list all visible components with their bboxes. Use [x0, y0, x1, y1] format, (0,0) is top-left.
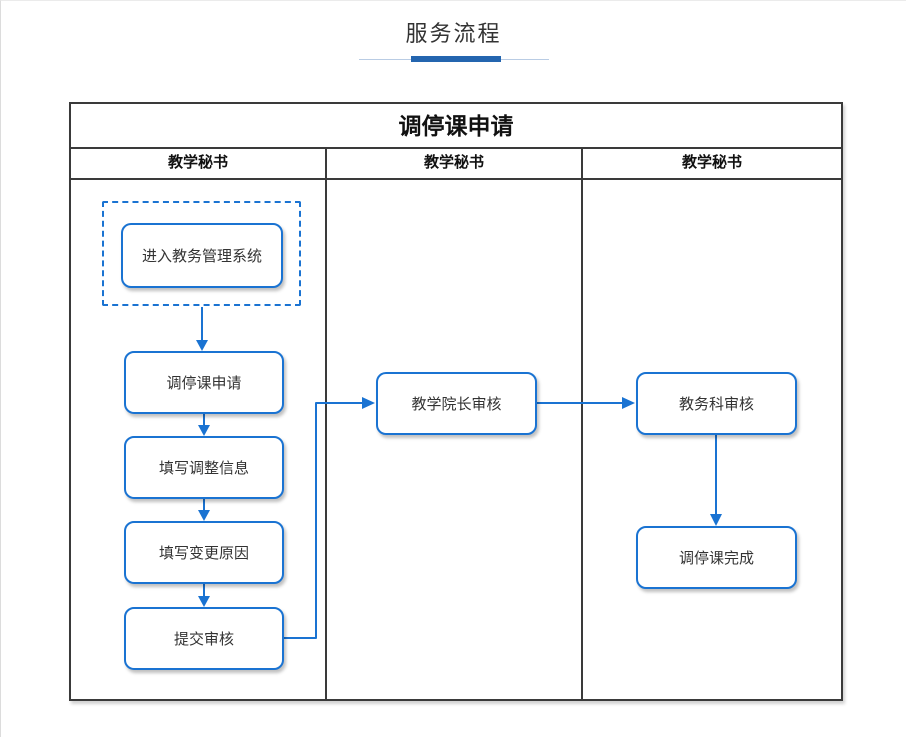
lane-header-2: 教学秘书 — [327, 149, 583, 178]
start-group-frame — [102, 201, 301, 306]
node-course-change-apply: 调停课申请 — [124, 351, 284, 414]
lane-header-3: 教学秘书 — [681, 154, 742, 171]
node-dean-review: 教学院长审核 — [376, 372, 537, 435]
node-course-change-done: 调停课完成 — [636, 526, 797, 589]
lane-divider-2 — [581, 180, 583, 699]
lane-header-row: 教学秘书 教学秘书 教学秘书 — [71, 149, 841, 180]
page-title: 服务流程 — [405, 21, 502, 46]
node-submit-review: 提交审核 — [124, 607, 284, 670]
lane-divider-1 — [325, 180, 327, 699]
node-fill-change-reason: 填写变更原因 — [124, 521, 284, 584]
node-enter-system: 进入教务管理系统 — [121, 223, 283, 288]
diagram-title: 调停课申请 — [71, 104, 841, 149]
lane-header-1: 教学秘书 — [71, 149, 327, 178]
title-underline-accent — [411, 56, 501, 62]
node-fill-adjust-info: 填写调整信息 — [124, 436, 284, 499]
node-academic-office-review: 教务科审核 — [636, 372, 797, 435]
